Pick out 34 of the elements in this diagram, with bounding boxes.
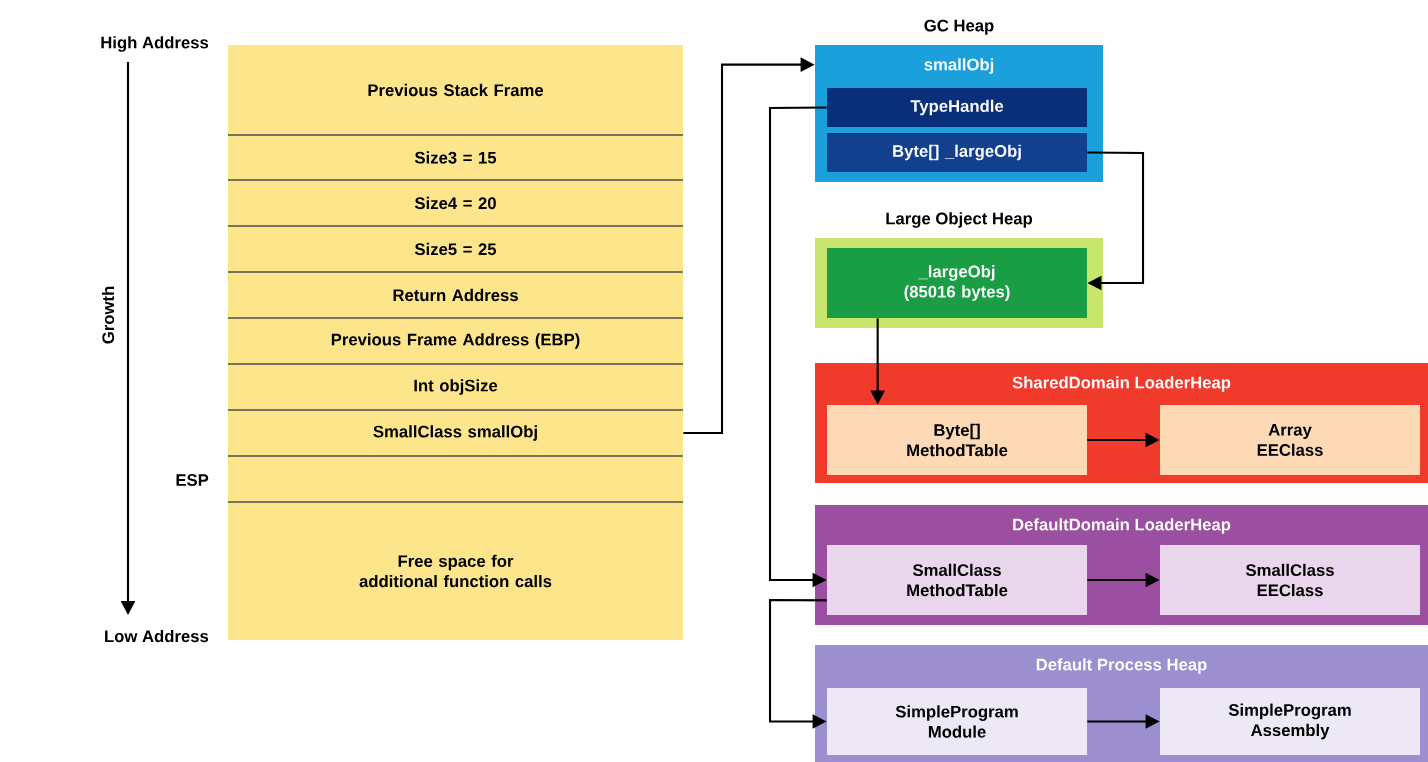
node-label: Return Address bbox=[393, 288, 518, 302]
table-box: Array EEClass bbox=[1160, 405, 1420, 475]
table-box: SmallClass EEClass bbox=[1160, 545, 1420, 615]
node-label: Large Object Heap bbox=[886, 212, 1033, 228]
module-box: SimpleProgram Module bbox=[827, 688, 1087, 755]
object-box: _largeObj (85016 bytes) bbox=[827, 248, 1087, 318]
node-label: Previous Stack Frame bbox=[368, 83, 544, 97]
address-label: Low Address bbox=[105, 629, 209, 643]
field-box: Byte[] _largeObj bbox=[827, 133, 1087, 172]
node-label: Previous Frame Address (EBP) bbox=[331, 333, 580, 349]
stack-cell: SmallClass smallObj bbox=[228, 410, 683, 456]
node-label: Free space for additional function calls bbox=[359, 554, 552, 588]
module-box: SimpleProgram Assembly bbox=[1160, 688, 1420, 755]
pointer-label: ESP bbox=[176, 474, 209, 486]
node-label: SmallClass smallObj bbox=[373, 425, 537, 441]
node-label: GC Heap bbox=[924, 19, 994, 35]
field-box: TypeHandle bbox=[827, 88, 1087, 127]
stack-cell: Previous Frame Address (EBP) bbox=[228, 318, 683, 364]
arrow bbox=[1087, 151, 1145, 291]
stack-cell: Size3 = 15 bbox=[228, 135, 683, 180]
node-label: Size5 = 25 bbox=[414, 242, 497, 256]
table-box: SmallClass MethodTable bbox=[827, 545, 1087, 615]
node-label: Int objSize bbox=[414, 379, 498, 395]
table-box: Byte[] MethodTable bbox=[827, 405, 1087, 475]
axis-label: Growth bbox=[101, 286, 115, 344]
stack-cell bbox=[228, 456, 683, 502]
stack-cell: Size5 = 25 bbox=[228, 226, 683, 272]
stack-cell: Int objSize bbox=[228, 364, 683, 410]
stack-cell: Size4 = 20 bbox=[228, 180, 683, 226]
node-label: Size3 = 15 bbox=[414, 151, 497, 164]
node-label: Size4 = 20 bbox=[414, 196, 496, 210]
stack-cell: Return Address bbox=[228, 272, 683, 318]
address-label: High Address bbox=[101, 36, 209, 52]
arrow bbox=[768, 598, 827, 729]
